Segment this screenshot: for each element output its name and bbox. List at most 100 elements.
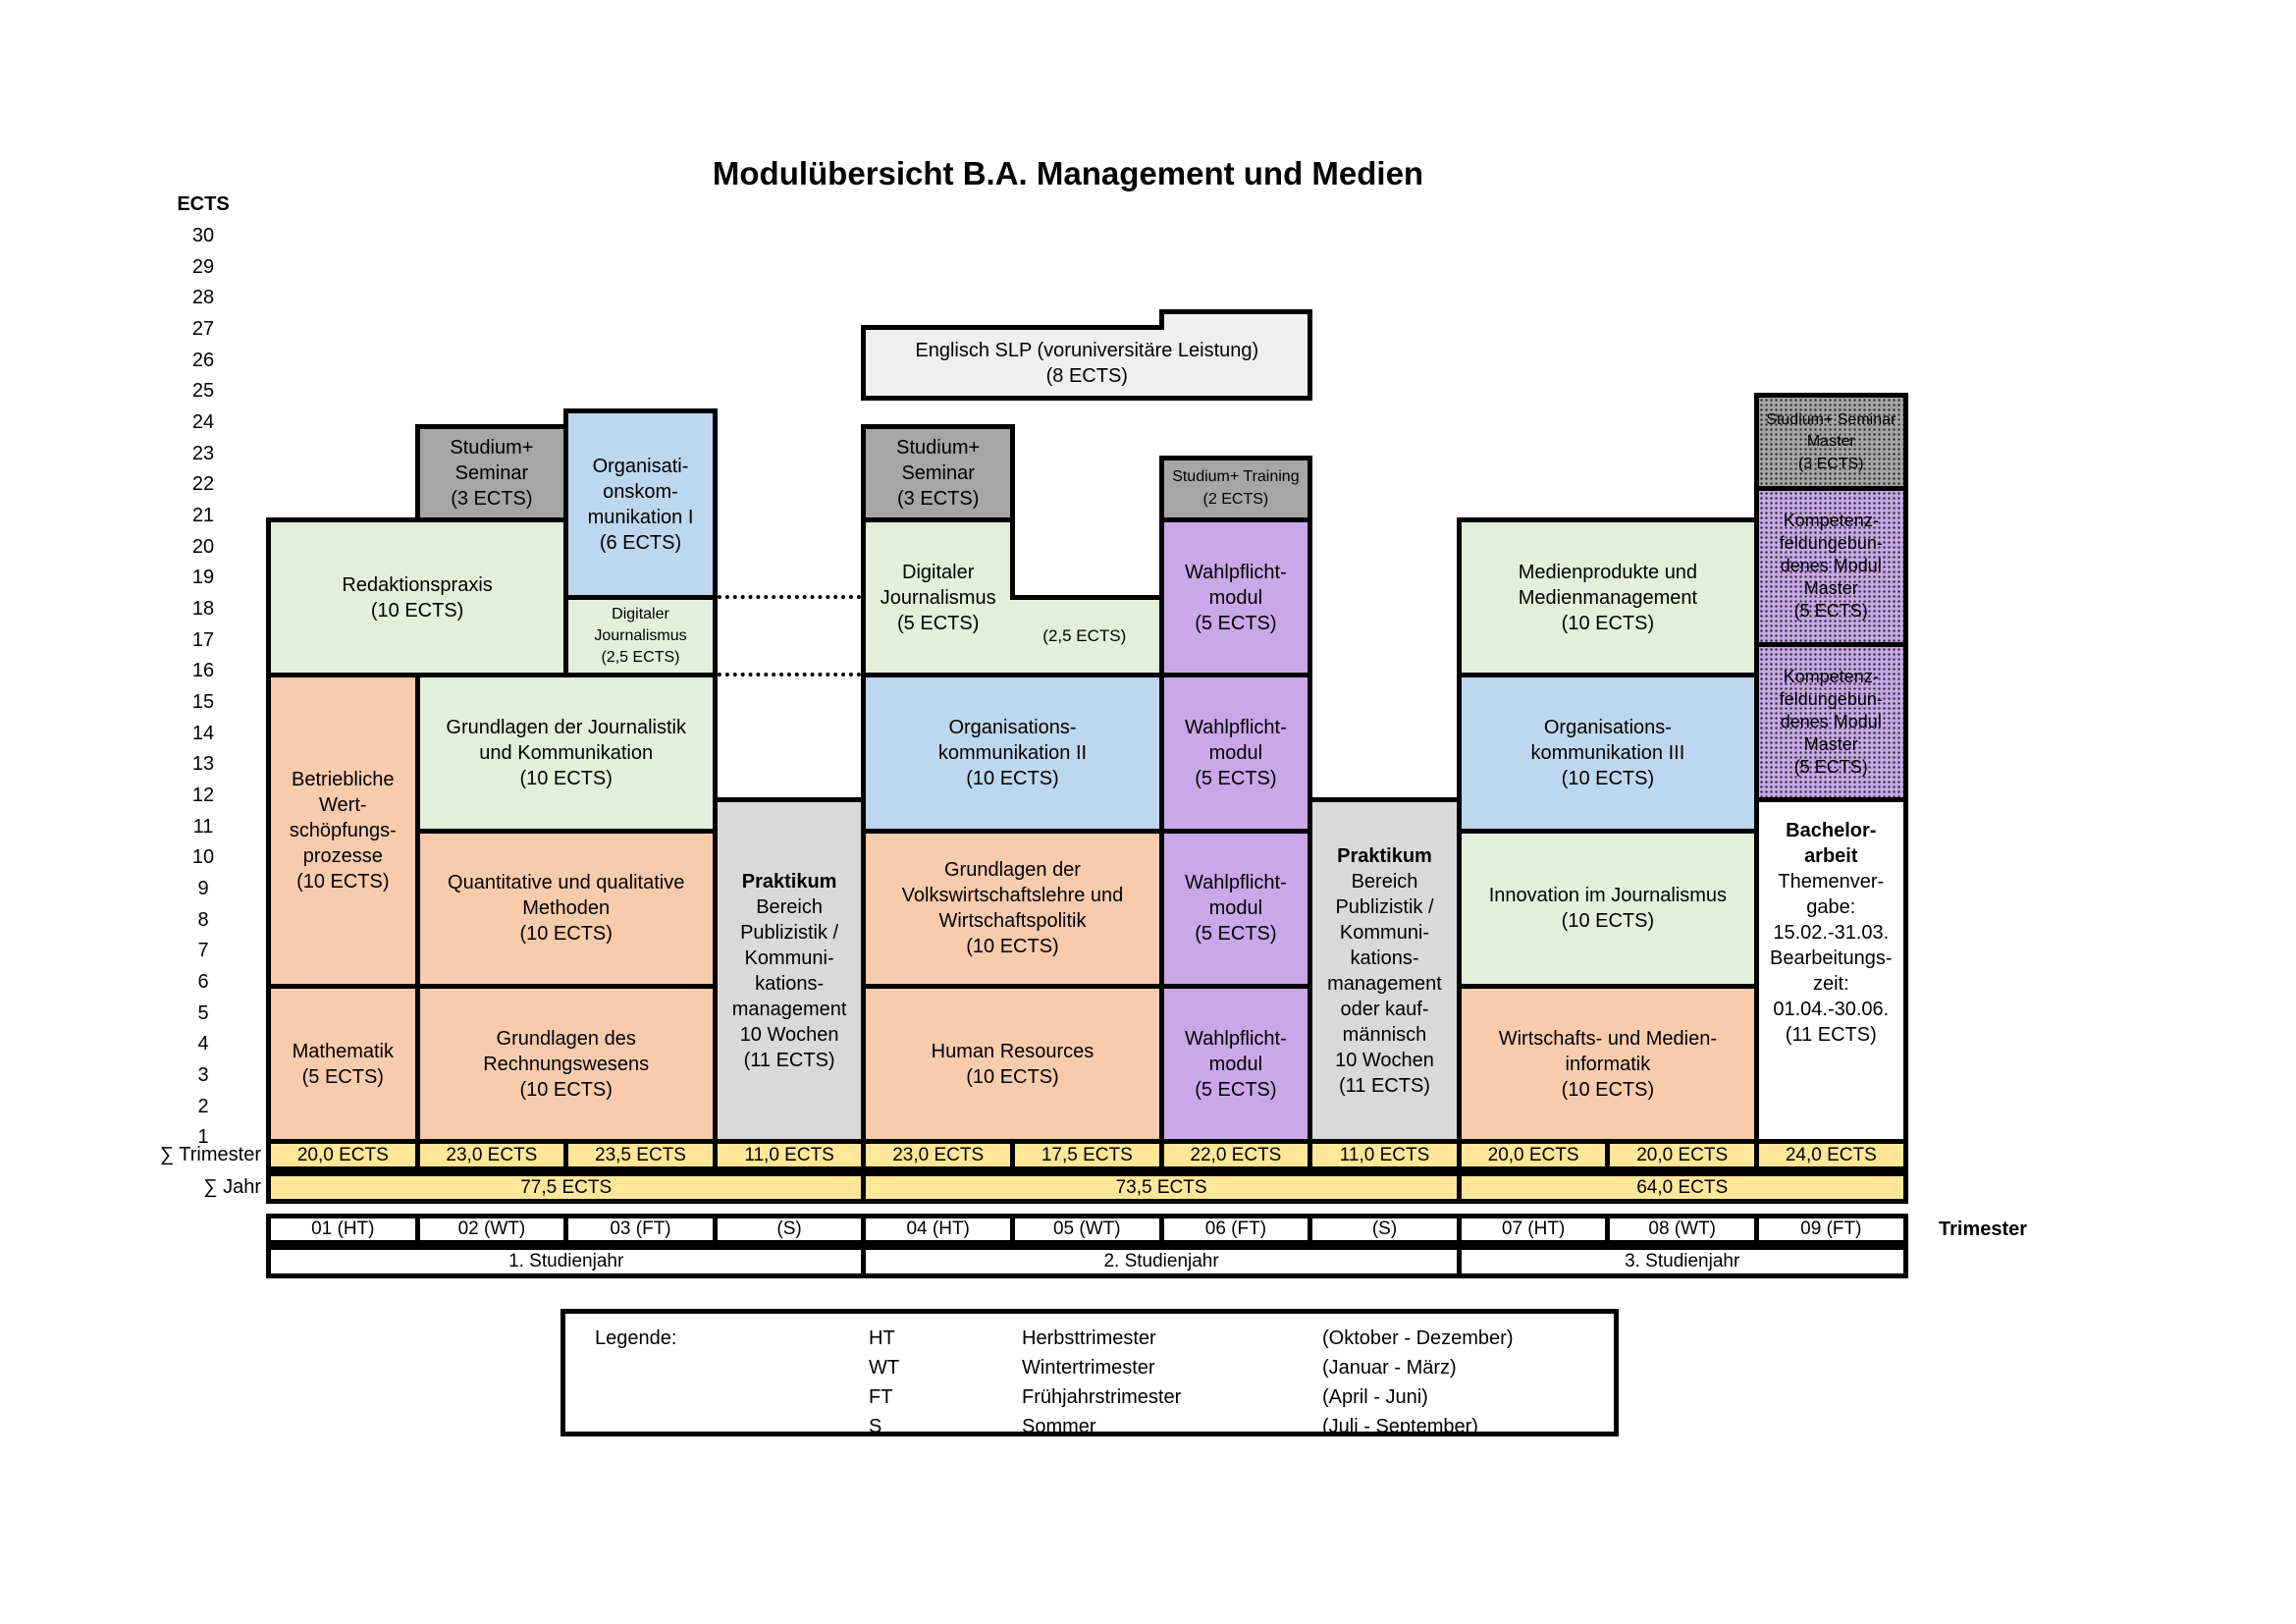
ects-tick-11: 11 — [192, 815, 214, 838]
module-label-line: modul — [1208, 741, 1263, 764]
module-label-line: Bereich — [1351, 870, 1418, 893]
ects-tick-29: 29 — [191, 255, 215, 278]
module-label-line: (5 ECTS) — [897, 612, 980, 634]
module-label-line: (11 ECTS) — [743, 1049, 835, 1071]
module-block-wahlpflichtmodul-2: Wahlpflicht-modul (5 ECTS) — [1158, 673, 1313, 834]
module-label-line: munikation I — [587, 506, 694, 528]
module-label-line: Themenver- — [1778, 870, 1885, 893]
ects-tick-9: 9 — [197, 877, 209, 899]
module-label-line: (10 ECTS) — [1561, 612, 1655, 634]
module-label-line: Wahlpflicht- — [1185, 1027, 1287, 1050]
module-block-wahlpflichtmodul-1: Wahlpflicht-modul(5 ECTS) — [1158, 516, 1313, 678]
module-block-organisationskommunikation-i: Organisati-onskom-munikation I(6 ECTS) — [563, 408, 718, 601]
module-label-line: (5 ECTS) — [301, 1065, 384, 1088]
module-block-redaktionspraxis: Redaktionspraxis(10 ECTS) — [266, 516, 569, 678]
module-label-line: Betriebliche — [292, 769, 395, 791]
module-label-line: Master — [1806, 433, 1855, 451]
module-label-line: gabe: — [1806, 895, 1856, 918]
module-block-organisationskommunikation-ii: Organisations-kommunikation II(10 ECTS) — [861, 673, 1164, 834]
module-label-line: Praktikum — [1337, 844, 1432, 867]
module-label-line: 01.04.-30.06. — [1773, 998, 1890, 1020]
legend-months: (Juli - September) — [1322, 1416, 1478, 1437]
module-label-line: und Kommunikation — [479, 741, 654, 764]
module-label-line: Journalismus — [880, 586, 996, 609]
sum-trimester-cell-11: 24,0 ECTS — [1754, 1139, 1908, 1171]
ects-tick-8: 8 — [197, 908, 209, 931]
module-label-line: Volkswirtschaftslehre und — [901, 885, 1124, 907]
module-label-line: Wirtschaftspolitik — [938, 910, 1087, 933]
legend-abbr: S — [869, 1416, 882, 1437]
sum-trimester-cell-4: 11,0 ECTS — [712, 1139, 867, 1171]
ects-tick-10: 10 — [191, 846, 215, 869]
legend-months: (Oktober - Dezember) — [1322, 1327, 1514, 1349]
module-label-line: (5 ECTS) — [1195, 612, 1277, 634]
module-block-innovation-im-journalismus: Innovation im Journalismus(10 ECTS) — [1456, 828, 1759, 989]
module-block-englisch-slp-voruniversit-re-leistung: Englisch SLP (voruniversitäre Leistung)(… — [861, 324, 1313, 402]
module-label-line: Studium+ Seminar — [1766, 410, 1896, 428]
module-label-line: (5 ECTS) — [1793, 601, 1868, 622]
trimester-label-cell-5: 04 (HT) — [861, 1214, 1015, 1245]
module-label-line: Medienmanagement — [1518, 586, 1698, 609]
module-label-line: modul — [1208, 586, 1263, 609]
module-label-line: Grundlagen des — [496, 1027, 636, 1050]
ects-tick-24: 24 — [191, 410, 215, 433]
module-label-line: Quantitative und qualitative — [448, 872, 685, 894]
module-label-line: Studium+ — [450, 436, 534, 459]
module-label-line: (5 ECTS) — [1195, 767, 1277, 789]
ects-axis-label: ECTS — [177, 193, 230, 215]
ects-tick-1: 1 — [197, 1126, 209, 1149]
ects-tick-3: 3 — [197, 1063, 209, 1086]
module-label-line: (10 ECTS) — [966, 936, 1059, 958]
trimester-label-cell-2: 02 (WT) — [414, 1214, 569, 1245]
module-label-line: (8 ECTS) — [1045, 364, 1128, 387]
module-label-line: (3 ECTS) — [1797, 455, 1864, 472]
module-block-wirtschafts-und-medieninformatik: Wirtschafts- und Medien-informatik(10 EC… — [1456, 983, 1759, 1145]
module-label-line: Organisati- — [592, 455, 689, 477]
sum-trimester-cell-1: 20,0 ECTS — [266, 1139, 420, 1171]
module-label-line: Wahlpflicht- — [1185, 716, 1287, 738]
module-label-line: Bereich — [756, 895, 823, 918]
ects-tick-27: 27 — [191, 318, 215, 340]
ects-tick-20: 20 — [191, 535, 215, 558]
module-label-line: Master — [1803, 578, 1858, 599]
module-label-line: Kommuni- — [1339, 921, 1430, 944]
module-block-digitaler-journalismus-trimester-04-extension: (2,5 ECTS) — [1010, 595, 1164, 678]
module-label-line: modul — [1208, 897, 1263, 920]
ects-tick-19: 19 — [191, 567, 215, 589]
module-label-line: Seminar — [901, 461, 975, 484]
connector-line-2 — [717, 673, 862, 677]
module-label-line: Digitaler — [612, 605, 669, 623]
module-label-line: feldungebun- — [1779, 533, 1883, 554]
sum-jahr-row-label: ∑ Jahr — [203, 1176, 261, 1198]
module-label-line: (5 ECTS) — [1195, 923, 1277, 946]
ects-tick-26: 26 — [191, 349, 215, 371]
trimester-label-cell-10: 08 (WT) — [1605, 1214, 1759, 1245]
module-label-line: (10 ECTS) — [370, 599, 464, 622]
module-label-line: 10 Wochen — [739, 1023, 839, 1046]
module-label-line: Kompetenz- — [1783, 666, 1879, 686]
module-block-wahlpflichtmodul-3: Wahlpflicht-modul(5 ECTS) — [1158, 828, 1313, 989]
ects-tick-14: 14 — [191, 722, 215, 744]
trimester-axis-label: Trimester — [1939, 1218, 2028, 1240]
module-block-mathematik: Mathematik(5 ECTS) — [266, 983, 420, 1145]
module-label-line: (6 ECTS) — [599, 531, 682, 554]
legend-abbr: WT — [869, 1357, 900, 1379]
module-label-line: (2,5 ECTS) — [1042, 626, 1127, 646]
module-label-line: arbeit — [1804, 844, 1858, 867]
module-label-line: Kommuni- — [744, 947, 834, 969]
module-block-wahlpflichtmodul-4: Wahlpflicht-modul(5 ECTS) — [1158, 983, 1313, 1145]
sum-jahr-cell-2: 73,5 ECTS — [861, 1171, 1462, 1204]
legend-months: (April - Juni) — [1322, 1386, 1428, 1408]
module-label-line: Grundlagen der Journalistik — [446, 716, 686, 738]
